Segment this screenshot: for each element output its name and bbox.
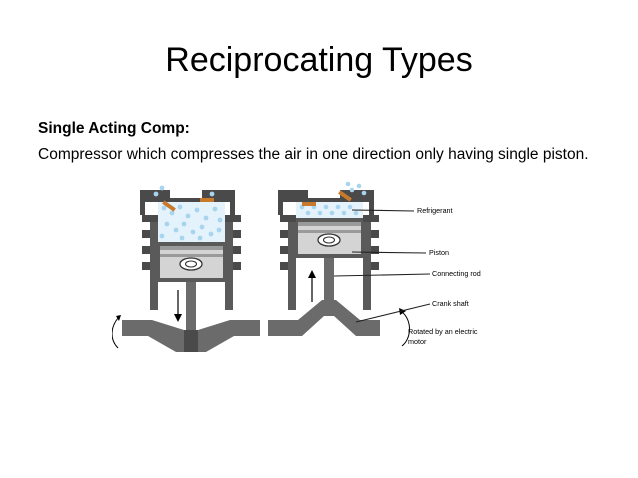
- slide-title: Reciprocating Types: [165, 41, 473, 79]
- label-crank-shaft: Crank shaft: [432, 299, 469, 308]
- diagram-labels: Refrigerant Piston Connecting rod Crank …: [408, 206, 481, 346]
- label-refrigerant: Refrigerant: [417, 206, 453, 215]
- label-motor-line2: motor: [408, 337, 427, 346]
- label-piston: Piston: [429, 248, 449, 257]
- right-compressor: [268, 181, 410, 347]
- compressor-diagram: Refrigerant Piston Connecting rod Crank …: [112, 181, 481, 352]
- callout-lines: [333, 209, 431, 323]
- left-compressor: [112, 185, 260, 352]
- label-connecting-rod: Connecting rod: [432, 269, 481, 278]
- body-text: Compressor which compresses the air in o…: [38, 146, 589, 163]
- label-motor-line1: Rotated by an electric: [408, 327, 478, 336]
- section-heading: Single Acting Comp:: [38, 120, 190, 137]
